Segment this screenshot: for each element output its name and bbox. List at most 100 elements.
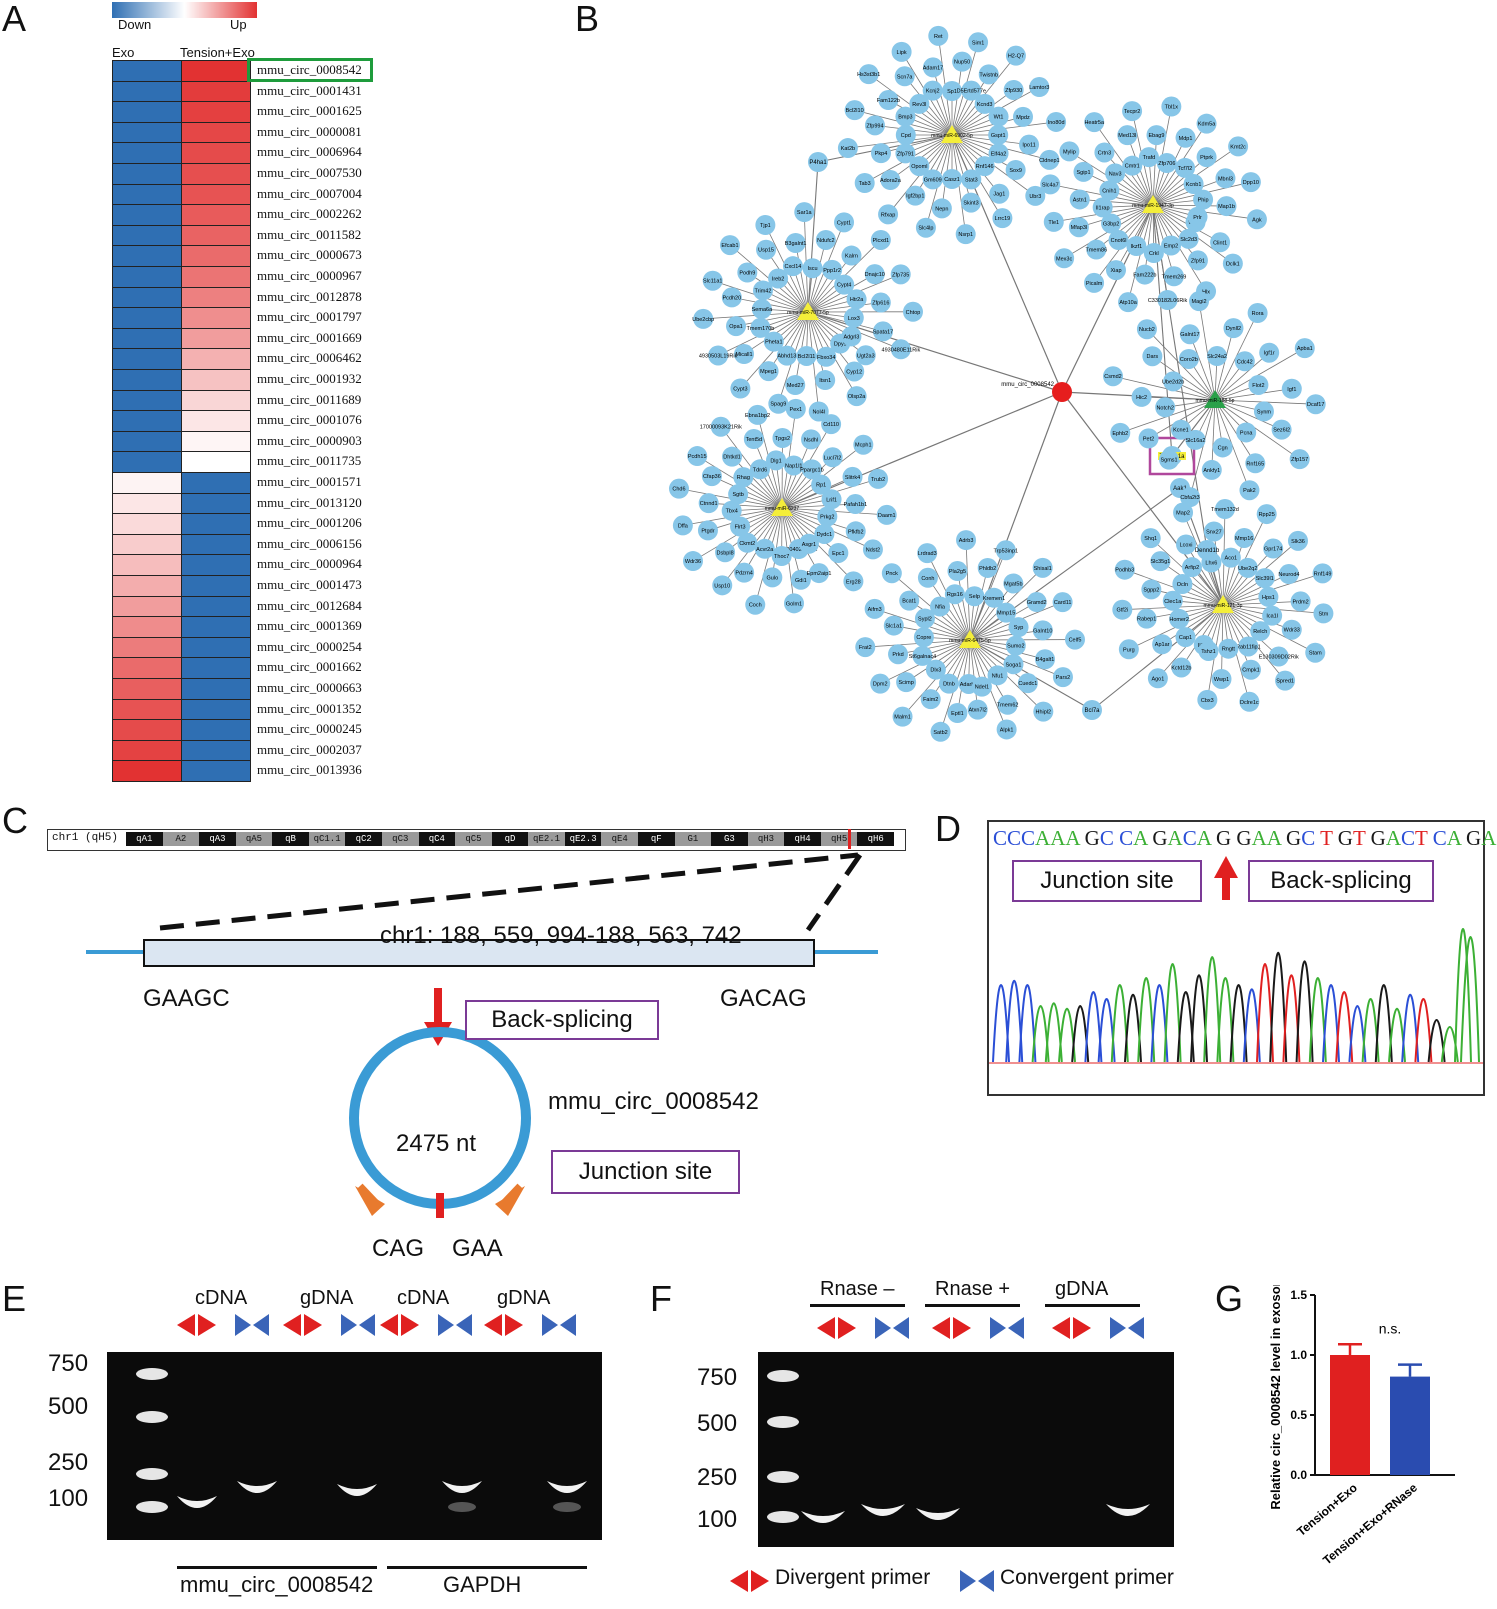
network-node	[913, 627, 934, 648]
network-node	[1163, 266, 1184, 287]
highlight-box	[247, 58, 373, 82]
legend-divergent-icon	[730, 1570, 748, 1592]
chromosome-band: qA3	[199, 832, 236, 846]
network-node	[1138, 147, 1159, 168]
network-node	[768, 393, 789, 414]
network-node-label: Slc16a2	[1186, 438, 1206, 444]
chromosome-band: qE2.3	[564, 832, 602, 846]
network-node	[1159, 449, 1180, 470]
network-node	[947, 703, 968, 724]
network-node-label: Sox9	[1009, 168, 1022, 174]
network-node	[784, 593, 805, 614]
sequence-base: C	[1119, 826, 1134, 850]
network-node-label: Dlg1	[770, 458, 781, 464]
network-node	[922, 80, 943, 101]
network-node-label: Dpys	[834, 342, 847, 348]
heatmap-row-label: mmu_circ_0011689	[257, 391, 362, 407]
sequence-base: G	[1084, 826, 1100, 850]
network-node	[1101, 213, 1122, 234]
network-node	[834, 274, 855, 295]
network-node	[1029, 77, 1050, 97]
network-node	[687, 446, 708, 467]
interaction-network: P4ha1Aak1Dennd1bBcl7aTnfrsf11aGspt1Ipo11…	[668, 25, 1334, 742]
network-node-label: Rfxap	[881, 212, 895, 218]
network-node	[1176, 534, 1197, 555]
edge-hub-target	[795, 242, 809, 313]
network-node-label: Cypt4	[837, 283, 851, 289]
f-divergent-primer-icon-b	[1073, 1317, 1091, 1339]
ladder-band	[136, 1368, 168, 1380]
network-node-label: Lrrc19	[995, 216, 1011, 222]
network-node	[1118, 292, 1139, 313]
e-divergent-primer-icon-b	[198, 1314, 216, 1336]
network-node	[751, 299, 772, 320]
network-node	[846, 386, 867, 407]
edge-hub-target	[914, 134, 953, 196]
network-node	[964, 586, 985, 607]
network-node	[992, 208, 1013, 229]
mirna-hub-label: mmu-miR-188-5p	[1196, 398, 1235, 404]
network-node	[1005, 45, 1026, 66]
f-group-underline	[810, 1304, 905, 1307]
network-node-label: Mmp16	[1235, 536, 1253, 542]
network-node-label: Pla2g5	[949, 569, 966, 575]
heatmap-cell-tension	[181, 327, 251, 350]
network-node	[952, 51, 973, 72]
network-node	[1212, 437, 1233, 458]
network-node	[808, 401, 829, 422]
network-node	[989, 183, 1010, 204]
sequence-base: T	[1320, 826, 1333, 850]
network-node-label: Apba1	[1297, 346, 1313, 352]
edge-hub-target	[1079, 199, 1154, 206]
network-node	[844, 100, 865, 121]
network-node	[922, 169, 943, 190]
network-node-label: Satb2	[933, 730, 947, 736]
network-node-label: Emp2	[1164, 244, 1178, 250]
network-node	[987, 665, 1008, 686]
edge-hub-target	[1151, 589, 1224, 606]
edge-hub-target	[1144, 204, 1154, 275]
genomic-coordinates: chr1: 188, 559, 994-188, 563, 742	[380, 922, 742, 949]
sequence-base: C	[1432, 826, 1447, 850]
column-header-tension-exo: Tension+Exo	[180, 45, 255, 60]
network-node-label: Dsbpl8	[717, 550, 734, 556]
network-node-label: Rev3l	[912, 102, 926, 108]
network-node	[1237, 557, 1258, 578]
network-node	[858, 64, 879, 85]
heatmap-cell-tension	[181, 224, 251, 247]
network-node-label: Map1b	[1218, 204, 1235, 210]
network-node-label: Htr2a	[850, 297, 864, 303]
network-node-label: Lhx6	[1205, 560, 1217, 566]
legend-down-label: Down	[118, 17, 152, 32]
edge-hub-target	[1141, 396, 1216, 401]
network-node-label: Pfkfb2	[848, 529, 864, 535]
chromosome-band: qD	[491, 832, 529, 846]
network-node	[1094, 142, 1115, 163]
network-node	[841, 326, 862, 347]
edge-hub-target	[957, 570, 971, 641]
network-node	[1239, 691, 1260, 712]
heatmap-cell-tension	[181, 451, 251, 473]
network-node	[905, 185, 926, 206]
legend-up-label: Up	[230, 17, 247, 32]
network-node	[942, 169, 962, 189]
edge-hub-target	[1222, 604, 1292, 631]
network-node	[997, 694, 1018, 715]
network-node-label: Adora2a	[880, 178, 902, 184]
heatmap-cell-exo	[112, 163, 182, 185]
ladder-band	[136, 1501, 168, 1513]
heatmap-cell-exo	[112, 266, 182, 288]
edge-hub-target	[951, 116, 1024, 136]
network-node	[961, 80, 982, 101]
edge-hub-target	[781, 503, 856, 509]
f-divergent-primer-icon-b	[953, 1317, 971, 1339]
network-node	[809, 563, 830, 584]
network-node	[1218, 638, 1239, 659]
heatmap-cell-exo	[112, 678, 182, 700]
edge-hub-target	[1214, 399, 1256, 464]
heatmap-row-label: mmu_circ_0001352	[257, 700, 362, 716]
network-node-label: Zfp994	[866, 123, 883, 129]
heatmap-row-label: mmu_circ_0007530	[257, 165, 362, 180]
panel-letter-c: C	[2, 800, 28, 841]
network-node	[785, 232, 806, 253]
